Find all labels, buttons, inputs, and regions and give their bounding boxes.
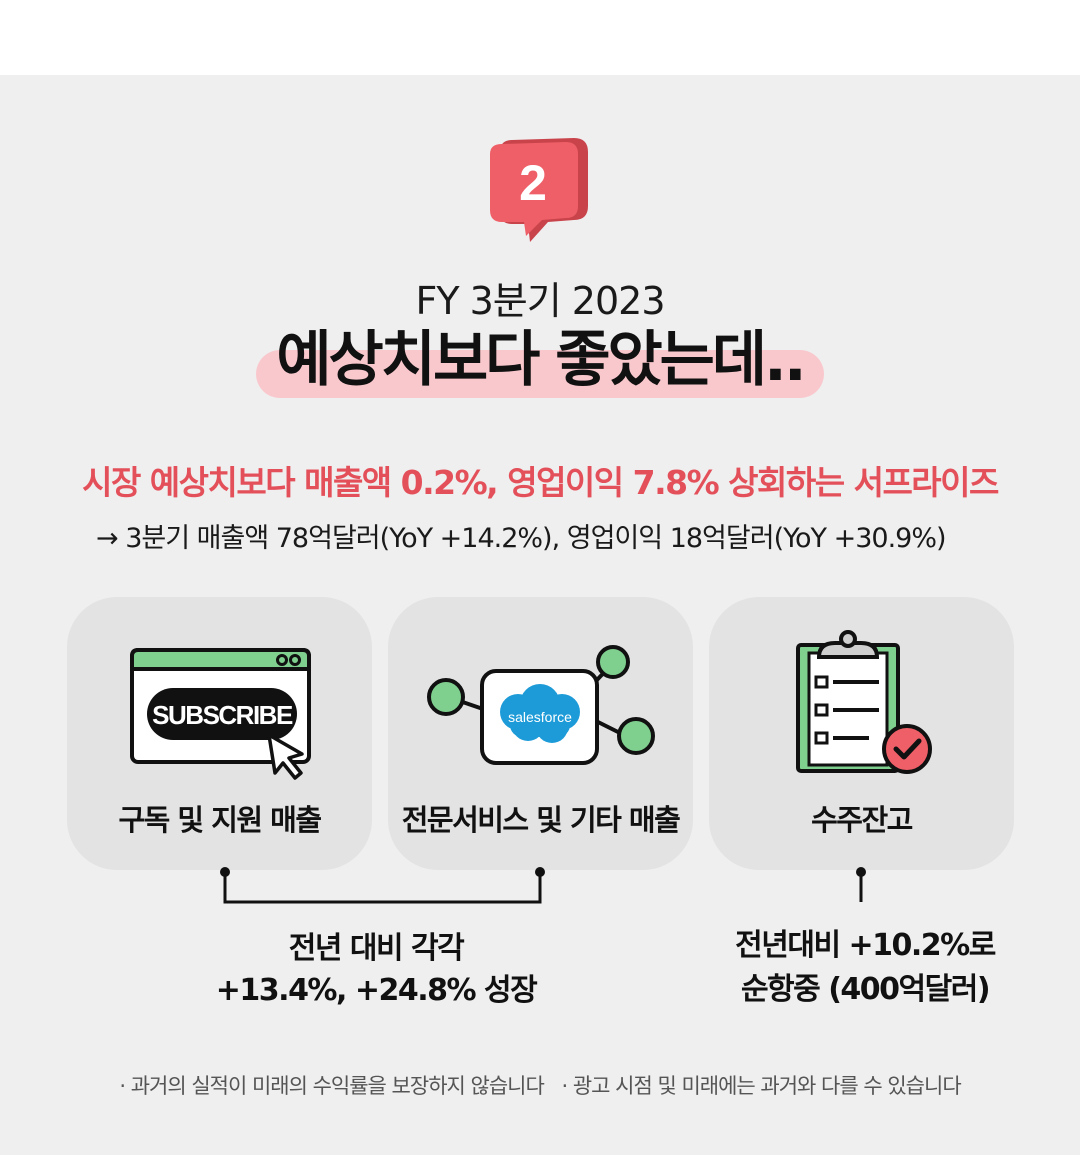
backlog-note: 전년대비 +10.2%로 순항중 (400억달러) [700, 924, 1030, 1012]
growth-note: 전년 대비 각각 +13.4%, +24.8% 성장 [176, 928, 576, 1012]
speech-bubble-icon: 2 [486, 136, 592, 244]
card-professional-services: salesforce 전문서비스 및 기타 매출 [388, 597, 693, 870]
page-subtitle: FY 3분기 2023 [415, 279, 665, 323]
summary-detail: → 3분기 매출액 78억달러(YoY +14.2%), 영업이익 18억달러(… [96, 523, 947, 554]
summary-highlight: 시장 예상치보다 매출액 0.2%, 영업이익 7.8% 상회하는 서프라이즈 [82, 463, 999, 502]
disclaimer: · 과거의 실적이 미래의 수익률을 보장하지 않습니다 · 광고 시점 및 미… [0, 1070, 1080, 1100]
subscribe-window-icon: SUBSCRIBE [67, 597, 372, 797]
card-label: 구독 및 지원 매출 [118, 803, 322, 837]
clipboard-check-icon [709, 597, 1014, 797]
salesforce-logo: salesforce [508, 709, 572, 725]
disclaimer-1: · 과거의 실적이 미래의 수익률을 보장하지 않습니다 [119, 1074, 544, 1098]
card-subscription: SUBSCRIBE 구독 및 지원 매출 [67, 597, 372, 870]
backlog-note-line1: 전년대비 +10.2%로 [735, 928, 996, 963]
growth-note-line2: +13.4%, +24.8% 성장 [215, 973, 538, 1008]
page-title: 예상치보다 좋았는데.. [276, 325, 806, 395]
salesforce-network-icon: salesforce [388, 597, 693, 797]
headline-highlight [256, 350, 824, 398]
subscribe-button-text: SUBSCRIBE [152, 700, 293, 730]
card-backlog: 수주잔고 [709, 597, 1014, 870]
growth-note-line1: 전년 대비 각각 [288, 931, 465, 966]
backlog-note-line2: 순항중 (400억달러) [740, 972, 991, 1007]
connector-lines [0, 860, 1080, 920]
card-label: 전문서비스 및 기타 매출 [401, 803, 681, 837]
badge-number: 2 [519, 155, 547, 211]
disclaimer-2: · 광고 시점 및 미래에는 과거와 다를 수 있습니다 [561, 1074, 961, 1098]
card-label: 수주잔고 [811, 803, 913, 837]
